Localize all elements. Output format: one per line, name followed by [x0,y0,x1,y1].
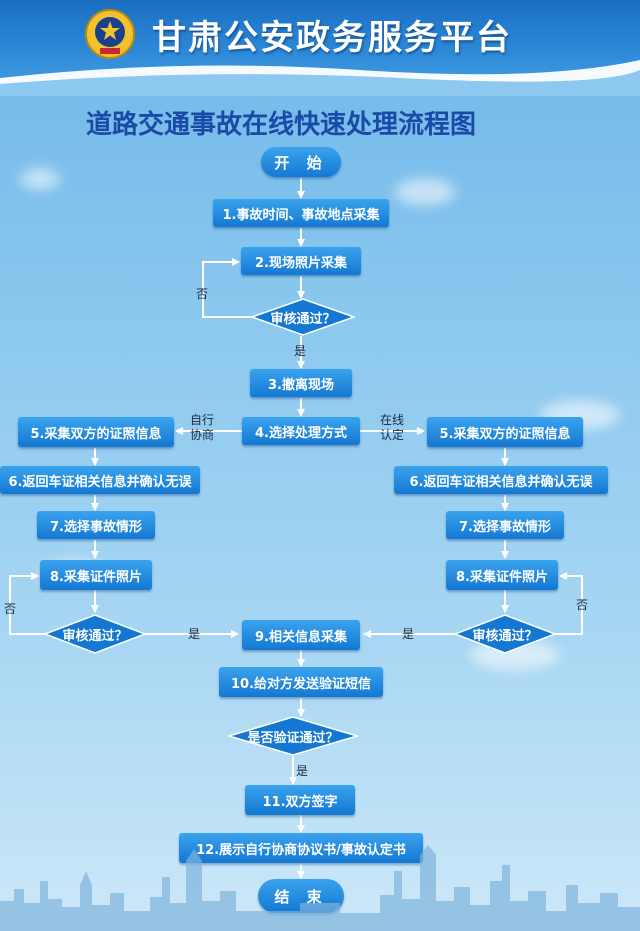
label-no-right: 否 [576,598,589,612]
step-2-scene-photos: 2.现场照片采集 [241,247,361,275]
decision-verify-label: 是否验证通过？ [247,730,339,746]
step-3-leave-scene: 3.撤离现场 [250,369,352,397]
label-yes-verify: 是 [296,764,309,778]
decision-review-right: 审核通过？ [454,614,556,654]
left-step-8-id-photos: 8.采集证件照片 [40,560,152,590]
cloud [20,168,60,190]
right-step-5-collect-license: 5.采集双方的证照信息 [427,417,583,447]
decision-review-right-label: 审核通过？ [472,628,538,644]
label-online-1: 在线 [380,413,405,427]
step-11-sign: 11.双方签字 [245,785,355,815]
label-self-negotiation-1: 自行 [190,413,215,427]
city-skyline [0,845,640,931]
label-yes-1: 是 [294,344,307,358]
left-step-6-confirm-info: 6.返回车证相关信息并确认无误 [0,466,200,494]
label-no-1: 否 [196,287,209,301]
site-title: 甘肃公安政务服务平台 [152,18,512,58]
step-10-send-sms: 10.给对方发送验证短信 [219,667,383,697]
diagram-title: 道路交通事故在线快速处理流程图 [86,110,477,140]
police-emblem-icon [85,9,135,59]
label-online-2: 认定 [380,428,405,442]
right-step-8-id-photos: 8.采集证件照片 [446,560,558,590]
right-step-6-confirm-info: 6.返回车证相关信息并确认无误 [394,466,608,494]
step-1-collect-time-location: 1.事故时间、事故地点采集 [213,199,389,227]
header-banner: 甘肃公安政务服务平台 [0,0,640,96]
header-wave [0,60,640,96]
decision-review-left: 审核通过？ [44,614,146,654]
decision-review-left-label: 审核通过？ [62,628,128,644]
label-self-negotiation-2: 协商 [190,428,215,442]
step-9-collect-info: 9.相关信息采集 [242,620,360,650]
left-step-7-accident-type: 7.选择事故情形 [37,511,155,539]
left-step-5-collect-license: 5.采集双方的证照信息 [18,417,174,447]
step-4-choose-method: 4.选择处理方式 [242,417,360,445]
label-yes-left: 是 [188,627,201,641]
label-no-left: 否 [4,602,17,616]
right-step-7-accident-type: 7.选择事故情形 [446,511,564,539]
cloud [395,178,455,206]
start-terminal: 开 始 [261,147,341,177]
decision-review-1-label: 审核通过？ [270,311,336,327]
label-yes-right: 是 [402,627,415,641]
step-12-show-document: 12.展示自行协商协议书/事故认定书 [179,833,423,863]
decision-verify: 是否验证通过？ [228,716,358,756]
decision-review-1: 审核通过？ [251,298,355,336]
